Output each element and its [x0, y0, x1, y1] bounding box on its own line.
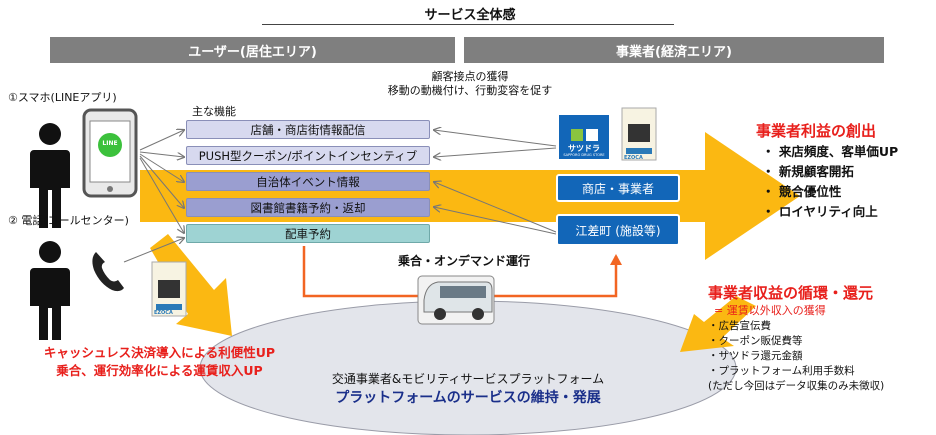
- feature-ride-booking: 配車予約: [186, 224, 430, 243]
- shop-business-box: 商店・事業者: [556, 174, 680, 202]
- orange-right-arrow: [680, 296, 756, 352]
- revenue-item: (ただし今回はデータ収集のみ未徴収): [708, 380, 885, 392]
- revenue-list: ・広告宣伝費 ・クーポン販促費等 ・サツドラ還元金額 ・プラットフォーム利用手数…: [708, 319, 884, 394]
- handset-icon: [92, 252, 124, 292]
- ride-label: 乗合・オンデマンド運行: [398, 254, 531, 268]
- user-area-header: ユーザー(居住エリア): [50, 37, 455, 63]
- benefit-list: ・ 来店頻度、客単価UP ・ 新規顧客開拓 ・ 競合優位性 ・ ロイヤリティ向上: [762, 142, 898, 222]
- user-benefit-text: キャッシュレス決済導入による利便性UP 乗合、運行効率化による運賃収入UP: [12, 344, 307, 380]
- logo-cross-icon: [570, 129, 598, 141]
- person-icon: [30, 241, 70, 340]
- logo-text: サツドラ: [568, 144, 600, 153]
- benefit-item: ・ 競合優位性: [762, 184, 842, 199]
- sapporo-drug-logo: サツドラ SAPPORO DRUG STORE: [557, 113, 611, 161]
- feature-event-info: 自治体イベント情報: [186, 172, 430, 191]
- user-benefit-line: 乗合、運行効率化による運賃収入UP: [56, 363, 263, 378]
- top-note: 顧客接点の獲得 移動の動機付け、行動変容を促す: [350, 70, 590, 98]
- top-note-line: 移動の動機付け、行動変容を促す: [387, 84, 553, 97]
- benefit-title: 事業者利益の創出: [756, 122, 877, 140]
- orange-left-arrow: [150, 234, 232, 336]
- diagram-title: サービス全体感: [424, 8, 516, 23]
- benefit-item: ・ 来店頻度、客単価UP: [762, 144, 899, 159]
- feature-library: 図書館書籍予約・返却: [186, 198, 430, 217]
- person-icon: [30, 123, 70, 228]
- phone-label: ② 電話(コールセンター): [8, 214, 129, 227]
- feature-store-info: 店舗・商店街情報配信: [186, 120, 430, 139]
- ezoca-card-icon: [621, 107, 657, 161]
- revenue-item: ・クーポン販促費等: [708, 335, 803, 347]
- business-area-header: 事業者(経済エリア): [464, 37, 884, 63]
- user-benefit-line: キャッシュレス決済導入による利便性UP: [43, 345, 276, 360]
- orange-main-arrow: [140, 132, 800, 260]
- title-underline: [262, 24, 674, 25]
- feature-push-coupon: PUSH型クーポン/ポイントインセンティブ: [186, 146, 430, 165]
- benefit-item: ・ 新規顧客開拓: [762, 164, 854, 179]
- revenue-item: ・サツドラ還元金額: [708, 350, 803, 362]
- card-label: EZOCA: [154, 310, 173, 316]
- smartphone-icon: [82, 108, 138, 198]
- revenue-item: ・広告宣伝費: [708, 320, 771, 332]
- platform-name: 交通事業者&モビリティサービスプラットフォーム: [331, 372, 605, 386]
- revenue-subtitle: = 運賃以外収入の獲得: [714, 304, 826, 317]
- features-caption: 主な機能: [192, 105, 236, 118]
- ezoca-card-icon: [151, 261, 187, 317]
- revenue-item: ・プラットフォーム利用手数料: [708, 365, 855, 377]
- revenue-title: 事業者収益の循環・還元: [708, 284, 874, 302]
- platform-mission: プラットフォームのサービスの維持・発展: [335, 390, 601, 406]
- line-badge: LINE: [102, 140, 118, 147]
- benefit-item: ・ ロイヤリティ向上: [762, 204, 878, 219]
- card-label: EZOCA: [624, 155, 643, 161]
- esashi-town-box: 江差町 (施設等): [556, 214, 680, 246]
- smartphone-label: ①スマホ(LINEアプリ): [8, 91, 117, 104]
- top-note-line: 顧客接点の獲得: [431, 70, 509, 83]
- bus-icon: [417, 275, 495, 325]
- logo-subtext: SAPPORO DRUG STORE: [563, 153, 605, 157]
